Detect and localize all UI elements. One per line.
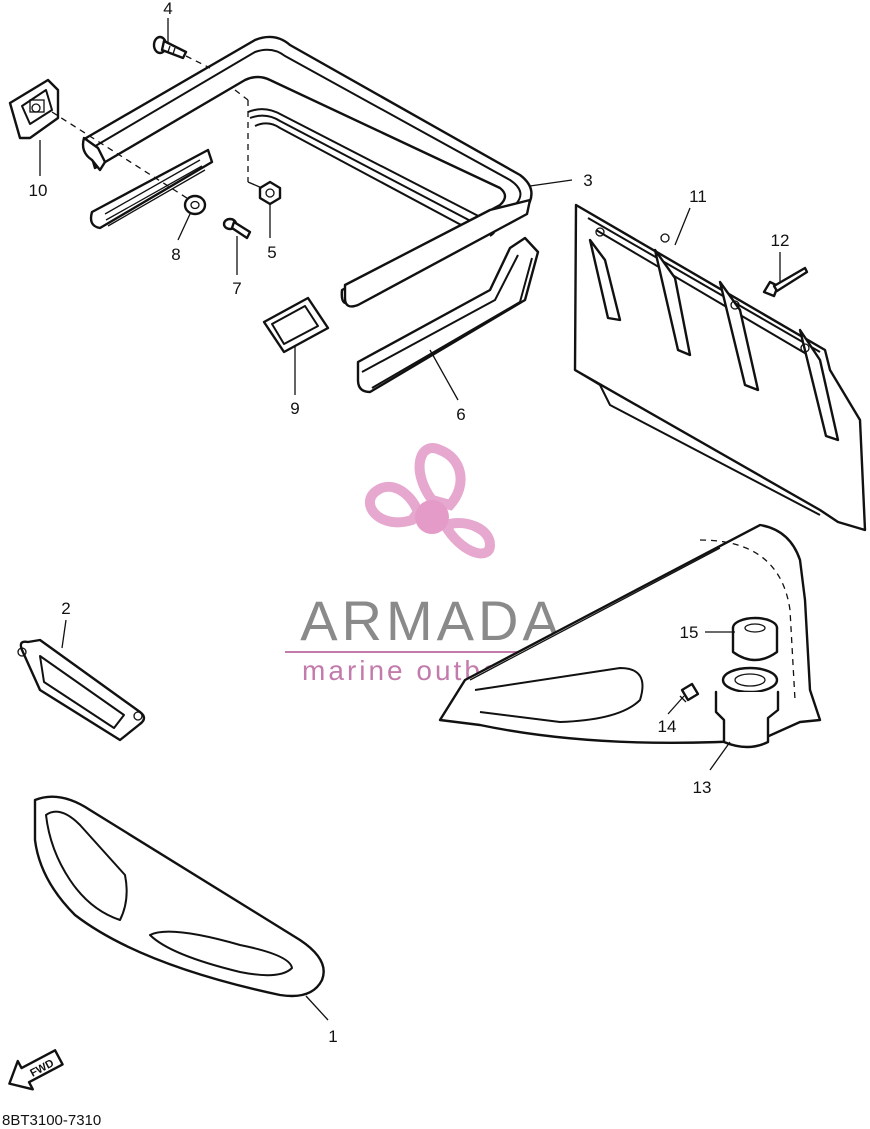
part-9-pad [262,296,330,354]
part-12-pin [762,266,809,298]
callout-2: 2 [61,599,70,618]
part-10-clip [8,78,60,140]
fwd-direction-marker: FWD [8,1049,64,1091]
part-5-nut [258,180,282,206]
part-6-channel [356,236,540,394]
diagram-code: 8BT3100-7310 [2,1112,101,1129]
callout-9: 9 [290,399,299,418]
callout-5: 5 [267,243,276,262]
callout-15: 15 [680,623,699,642]
callout-3: 3 [583,171,592,190]
callout-labels: 4 10 8 5 7 9 6 3 11 12 2 15 14 13 1 [29,0,790,1046]
part-1-cover [33,795,325,998]
part-11-panel [573,203,867,532]
part-4-screw [152,35,188,60]
propeller-logo-icon [365,443,496,559]
callout-1: 1 [328,1027,337,1046]
part-13-seal [714,666,780,749]
part-7-bolt [222,217,252,240]
callout-7: 7 [232,279,241,298]
watermark-brand-name: ARMADA [300,589,564,652]
callout-13: 13 [693,778,712,797]
callout-12: 12 [771,231,790,250]
part-2-grille [17,638,146,742]
callout-8: 8 [171,245,180,264]
callout-6: 6 [456,405,465,424]
part-14-clip [679,682,700,703]
callout-4: 4 [163,0,172,18]
part-8-washer [183,194,207,216]
leader-lines [39,18,781,1021]
callout-10: 10 [29,181,48,200]
part-15-grommet [731,616,779,662]
callout-14: 14 [658,717,677,736]
callout-11: 11 [689,187,707,206]
arrow-left-icon [8,1049,64,1091]
part-3-u-bracket [81,35,533,308]
